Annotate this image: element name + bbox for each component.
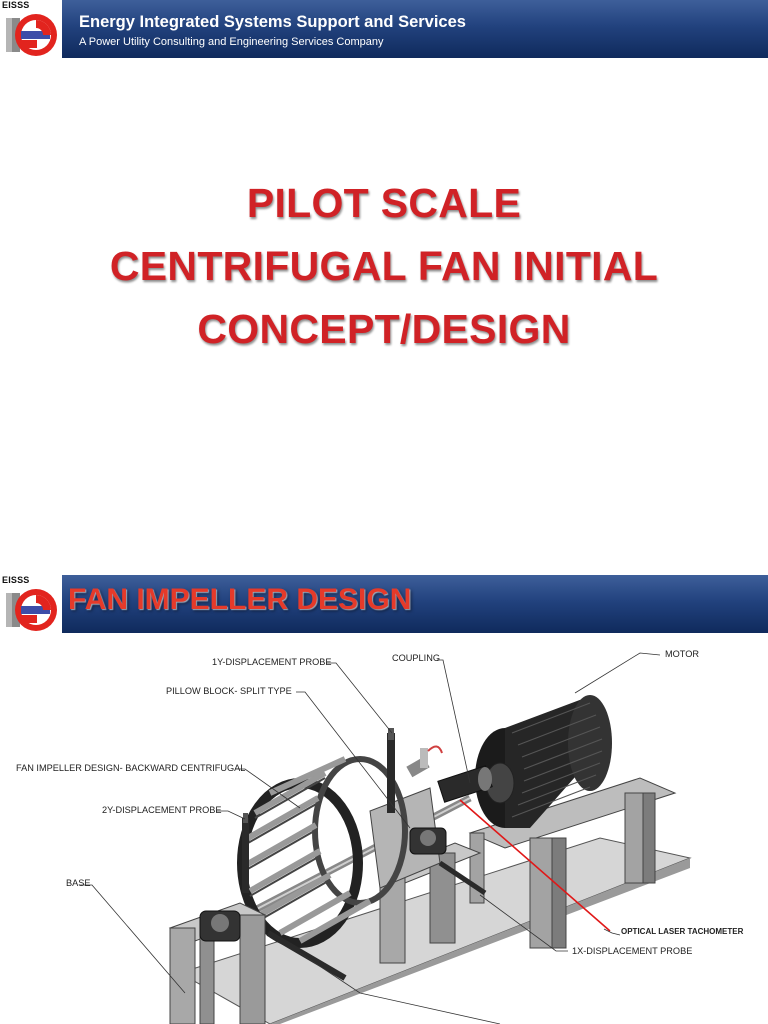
fan-assembly-drawing (80, 652, 692, 1024)
impeller-slide: EISSS FAN IMPELLER DESIGN (0, 575, 768, 1024)
logo-text: EISSS (2, 575, 30, 585)
company-tagline: A Power Utility Consulting and Engineeri… (79, 36, 384, 48)
eisss-logo: EISSS (0, 575, 62, 633)
label-motor: MOTOR (665, 649, 700, 659)
label-coupling: COUPLING (392, 653, 440, 663)
motor-body (475, 695, 612, 828)
label-1x-probe: 1X-DISPLACEMENT PROBE (572, 946, 693, 956)
label-base: BASE (66, 878, 91, 888)
fan-impeller (237, 756, 408, 948)
company-name: Energy Integrated Systems Support and Se… (79, 13, 466, 31)
eisss-logo: EISSS (0, 0, 62, 58)
fan-assembly-diagram: MOTOR COUPLING 1Y-DISPLACEMENT PROBE PIL… (0, 633, 768, 1024)
logo-text: EISSS (2, 0, 30, 10)
tachometer-device (406, 745, 443, 778)
title-line: CENTRIFUGAL FAN INITIAL (109, 243, 659, 289)
label-impeller: FAN IMPELLER DESIGN- BACKWARD CENTRIFUGA… (16, 763, 246, 773)
title-line: PILOT SCALE (246, 180, 522, 226)
slide-title-banner: FAN IMPELLER DESIGN (62, 575, 768, 633)
label-2y-probe: 2Y-DISPLACEMENT PROBE (102, 805, 222, 815)
label-tachometer: OPTICAL LASER TACHOMETER (621, 927, 744, 936)
title-line: CONCEPT/DESIGN (197, 306, 571, 352)
slide-title: PILOT SCALE CENTRIFUGAL FAN INITIAL CONC… (0, 172, 768, 361)
title-slide: EISSS Energy Integrated Systems Support … (0, 0, 768, 361)
label-pillow-block: PILLOW BLOCK- SPLIT TYPE (166, 686, 292, 696)
label-1y-probe: 1Y-DISPLACEMENT PROBE (212, 657, 332, 667)
header-banner: Energy Integrated Systems Support and Se… (62, 0, 768, 58)
slide-title: FAN IMPELLER DESIGN (68, 583, 412, 616)
